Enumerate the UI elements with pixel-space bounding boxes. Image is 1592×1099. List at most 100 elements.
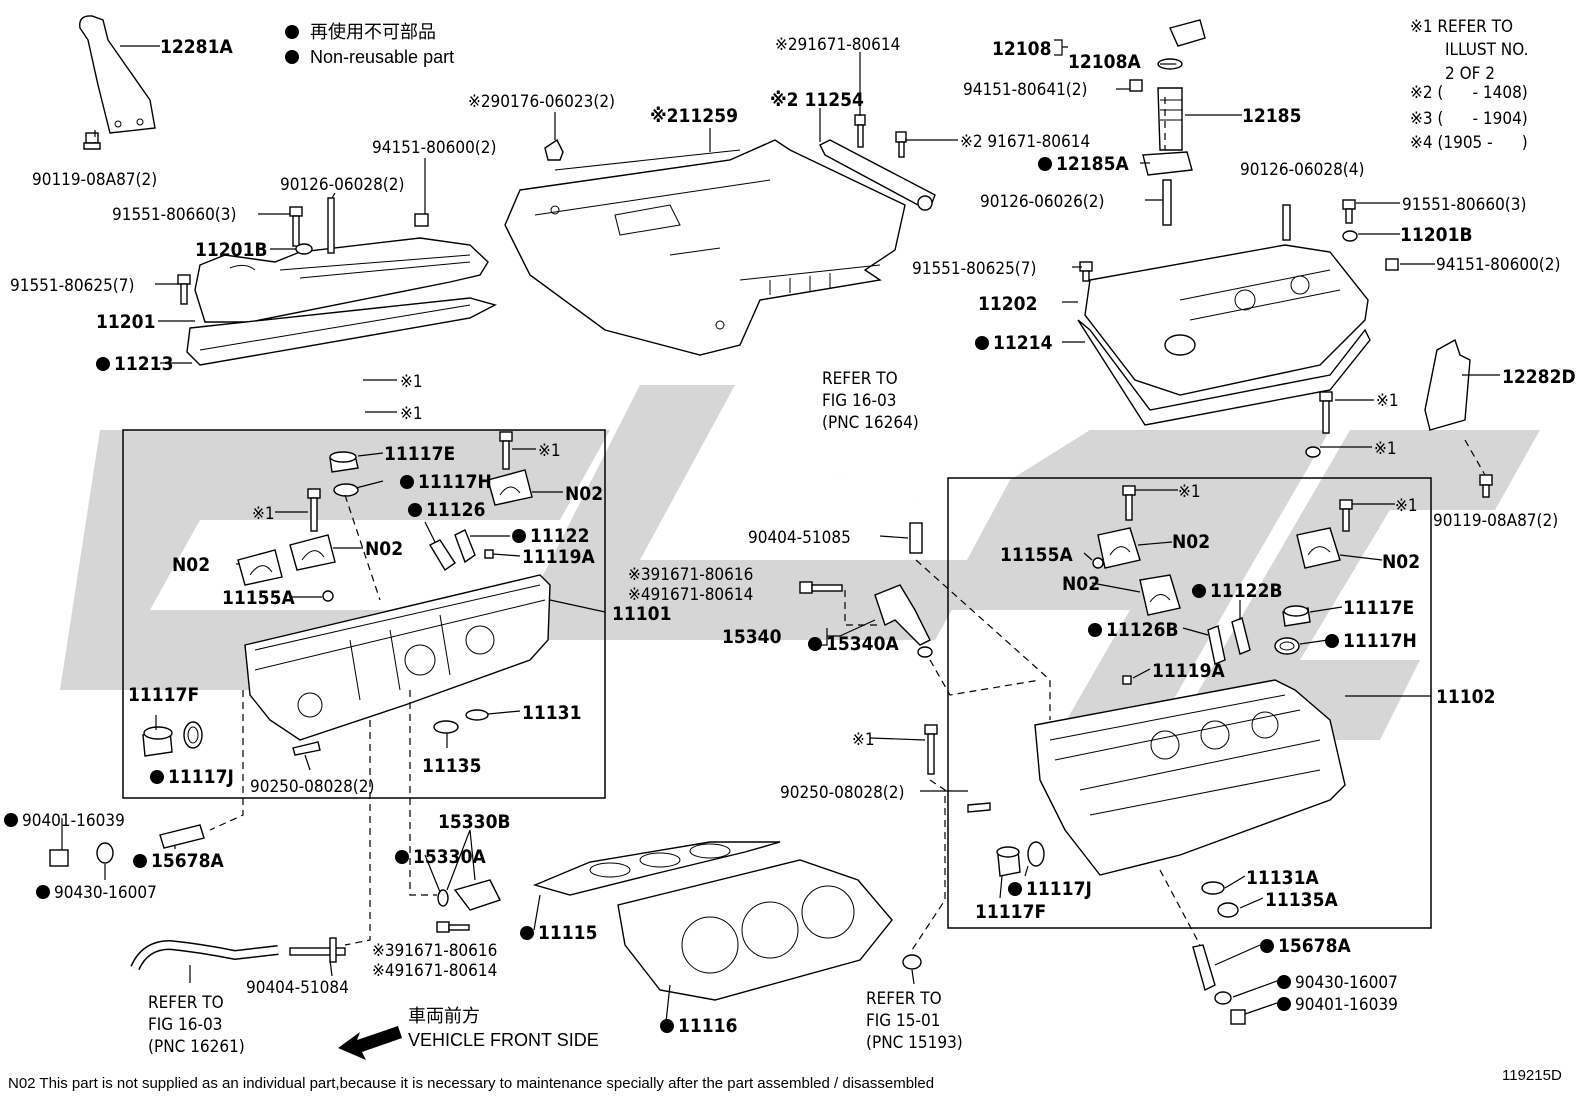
part-label-90404-51084[interactable]: 90404-51084 bbox=[246, 978, 349, 998]
cam-cap-N02-d[interactable] bbox=[1097, 527, 1141, 569]
part-label-11117F-right[interactable]: 11117F bbox=[975, 901, 1046, 923]
part-label-11155A-left[interactable]: 11155A bbox=[222, 587, 295, 609]
cam-cap-N02-e[interactable] bbox=[1139, 574, 1181, 616]
engine-cover[interactable] bbox=[504, 139, 906, 356]
part-label-91671-80614-mid[interactable]: ※491671-80614 bbox=[628, 585, 753, 605]
part-label-s1-right-a[interactable]: ※1 bbox=[1376, 391, 1399, 411]
part-label-11131-left[interactable]: 11131 bbox=[522, 702, 581, 724]
part-label-11201B-right[interactable]: 11201B bbox=[1400, 224, 1473, 246]
part-label-90404-51085[interactable]: 90404-51085 bbox=[748, 528, 851, 548]
part-label-11117H-right[interactable]: 11117H bbox=[1343, 630, 1417, 652]
part-label-12185[interactable]: 12185 bbox=[1242, 105, 1301, 127]
part-label-91551-80660-left[interactable]: 91551-80660(3) bbox=[112, 205, 236, 225]
cam-cap-N02-c[interactable] bbox=[289, 534, 336, 571]
bolt-s1-mid[interactable] bbox=[924, 724, 938, 775]
union-15678A-left[interactable] bbox=[159, 824, 205, 849]
part-label-94151-80600-right[interactable]: 94151-80600(2) bbox=[1436, 255, 1560, 275]
plug-11117F-left[interactable] bbox=[142, 726, 173, 757]
part-label-11115[interactable]: 11115 bbox=[538, 922, 597, 944]
part-label-11214[interactable]: 11214 bbox=[993, 332, 1053, 354]
part-label-11122B[interactable]: 11122B bbox=[1210, 580, 1283, 602]
plug-11135-left[interactable] bbox=[433, 720, 459, 734]
valve-cover-right[interactable] bbox=[1077, 244, 1371, 426]
oil-filler-tube[interactable] bbox=[1129, 79, 1193, 226]
part-label-90126-06026[interactable]: 90126-06026(2) bbox=[980, 192, 1104, 212]
cylinder-head-gasket-11115[interactable] bbox=[532, 841, 781, 896]
cylinder-head-left[interactable] bbox=[244, 574, 551, 741]
fitting-90404-51084[interactable] bbox=[289, 937, 346, 963]
fitting-90404-51085[interactable] bbox=[909, 522, 923, 554]
bolt-91671-80616-mid[interactable] bbox=[799, 581, 843, 594]
cam-cap-N02-f[interactable] bbox=[1296, 527, 1341, 569]
part-label-refer-16-03-top-b[interactable]: FIG 16-03 bbox=[822, 391, 896, 411]
engine-hanger-right[interactable] bbox=[1424, 338, 1493, 498]
bolt-91551-80625-left[interactable] bbox=[177, 274, 191, 305]
bolt-s1-left-b[interactable] bbox=[499, 431, 513, 470]
cylinder-head-right[interactable] bbox=[1034, 679, 1346, 876]
part-label-N02-b[interactable]: N02 bbox=[365, 538, 403, 560]
part-label-15330A[interactable]: 15330A bbox=[413, 846, 486, 868]
valve-cover-left[interactable] bbox=[186, 237, 497, 366]
part-label-11126B[interactable]: 11126B bbox=[1106, 619, 1179, 641]
gasket-90430-16007-left[interactable] bbox=[96, 842, 114, 864]
bolt-91551-80660-right[interactable] bbox=[1342, 199, 1356, 224]
part-label-91671-80616-mid[interactable]: ※391671-80616 bbox=[628, 565, 753, 585]
part-label-N02-a[interactable]: N02 bbox=[565, 483, 603, 505]
part-label-refer-15-01-a[interactable]: REFER TO bbox=[866, 989, 942, 1009]
pin-90250-08028-right[interactable] bbox=[967, 802, 991, 813]
part-label-90119-08A87-left[interactable]: 90119-08A87(2) bbox=[32, 170, 157, 190]
part-label-11201B-left[interactable]: 11201B bbox=[195, 239, 268, 261]
part-label-s1-right-b[interactable]: ※1 bbox=[1374, 439, 1397, 459]
part-label-11201[interactable]: 11201 bbox=[96, 311, 155, 333]
part-label-s1-g[interactable]: ※1 bbox=[1395, 496, 1418, 516]
plug-11117F-right[interactable] bbox=[996, 846, 1021, 877]
part-label-94151-80600-left[interactable]: 94151-80600(2) bbox=[372, 138, 496, 158]
bolt-s1-left-a[interactable] bbox=[307, 488, 321, 532]
part-label-90176-06023[interactable]: ※290176-06023(2) bbox=[468, 92, 615, 112]
gasket-11117H-right[interactable] bbox=[1274, 637, 1300, 655]
part-label-12108A[interactable]: 12108A bbox=[1068, 51, 1141, 73]
part-label-11135A[interactable]: 11135A bbox=[1265, 889, 1338, 911]
gasket-11117H-left[interactable] bbox=[333, 483, 359, 497]
part-label-15678A-right[interactable]: 15678A bbox=[1278, 935, 1351, 957]
part-label-N02-c[interactable]: N02 bbox=[172, 554, 210, 576]
part-label-11117J-left[interactable]: 11117J bbox=[168, 766, 234, 788]
engine-hanger-left[interactable] bbox=[79, 15, 156, 150]
cam-cap-N02-a[interactable] bbox=[487, 469, 533, 506]
part-label-11119A-left[interactable]: 11119A bbox=[522, 546, 595, 568]
part-label-15678A-left[interactable]: 15678A bbox=[151, 850, 224, 872]
part-label-refer-16-03-top-c[interactable]: (PNC 16264) bbox=[822, 413, 919, 433]
part-label-11135-left[interactable]: 11135 bbox=[422, 755, 481, 777]
pin-90250-08028-left[interactable] bbox=[292, 741, 321, 756]
part-label-90430-16007-right[interactable]: 90430-16007 bbox=[1295, 973, 1398, 993]
part-label-12185A[interactable]: 12185A bbox=[1056, 153, 1129, 175]
part-label-N02-d[interactable]: N02 bbox=[1172, 531, 1210, 553]
nut-90401-16039-left[interactable] bbox=[49, 849, 69, 867]
part-label-s1-d[interactable]: ※1 bbox=[252, 504, 275, 524]
part-label-90126-06028-left[interactable]: 90126-06028(2) bbox=[280, 175, 404, 195]
cam-cap-N02-b[interactable] bbox=[237, 549, 283, 586]
part-label-12282D[interactable]: 12282D bbox=[1502, 366, 1576, 388]
clip-90176-06023[interactable] bbox=[544, 138, 564, 161]
part-label-11155A-right[interactable]: 11155A bbox=[1000, 544, 1073, 566]
part-label-s1-f[interactable]: ※1 bbox=[1178, 482, 1201, 502]
pin-11155A-left[interactable] bbox=[322, 590, 334, 602]
pin-11119A-right[interactable] bbox=[1122, 675, 1132, 685]
part-label-90401-16039-left[interactable]: 90401-16039 bbox=[22, 811, 125, 831]
part-label-11254[interactable]: ※2 11254 bbox=[770, 89, 864, 111]
part-label-refer-16-03-bot-a[interactable]: REFER TO bbox=[148, 993, 224, 1013]
hose-refer-16-03-bot[interactable] bbox=[130, 939, 279, 971]
gasket-11117J-left[interactable] bbox=[183, 721, 203, 749]
part-label-refer-16-03-bot-c[interactable]: (PNC 16261) bbox=[148, 1037, 245, 1057]
part-label-15340[interactable]: 15340 bbox=[722, 626, 782, 648]
part-label-s1-a[interactable]: ※1 bbox=[400, 372, 423, 392]
washer-11201B-left[interactable] bbox=[295, 243, 313, 255]
part-label-90126-06028-right[interactable]: 90126-06028(4) bbox=[1240, 160, 1364, 180]
sleeve-11126-left[interactable] bbox=[429, 539, 456, 572]
studs-90126-06028-right[interactable] bbox=[1282, 204, 1291, 241]
part-label-15330B[interactable]: 15330B bbox=[438, 811, 511, 833]
part-label-11102[interactable]: 11102 bbox=[1436, 686, 1495, 708]
part-label-90401-16039-right[interactable]: 90401-16039 bbox=[1295, 995, 1398, 1015]
part-label-12281A[interactable]: 12281A bbox=[160, 36, 233, 58]
part-label-N02-e[interactable]: N02 bbox=[1062, 573, 1100, 595]
